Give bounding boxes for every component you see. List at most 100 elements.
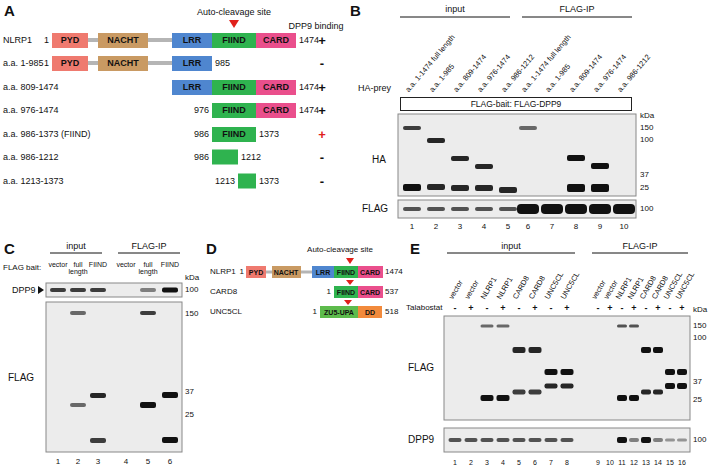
mw-marker: 100 [185, 286, 198, 294]
blot-band [481, 325, 494, 328]
binding-sign: + [318, 34, 326, 47]
panel-letter: B [350, 3, 361, 18]
lane-number: 2 [469, 459, 473, 466]
cleavage-marker [346, 280, 354, 285]
blot-band [545, 384, 558, 389]
blot-band [90, 438, 106, 443]
domain-name: FIIND [222, 36, 246, 45]
blot-label: DPP9 [12, 286, 36, 295]
blot-band [403, 126, 421, 130]
blot-band [513, 390, 526, 395]
blot-band [665, 369, 675, 375]
blot-membrane [398, 114, 636, 196]
mw-unit: kDa [693, 306, 707, 314]
blot-band [497, 395, 510, 401]
group-underline [522, 17, 632, 18]
treatment-sign: - [597, 304, 600, 313]
blot-band [449, 438, 462, 442]
group-header: input [66, 242, 86, 251]
treatment-sign: + [564, 304, 569, 313]
blot-band [653, 347, 663, 353]
blot-band [403, 184, 421, 191]
lane-number: 1 [56, 458, 60, 466]
lane-number: 14 [654, 459, 662, 466]
blot-band [427, 207, 445, 211]
lane-number: 9 [596, 459, 600, 466]
blot-band [565, 204, 587, 214]
residue-number: 518 [385, 308, 398, 316]
blot-band [545, 438, 558, 442]
residue-number: 986 [194, 130, 209, 139]
construct-name: a.a. 1-985 [3, 59, 44, 68]
lane-number: 9 [598, 223, 602, 231]
domain-box: CARD [256, 33, 296, 48]
axis-label: FLAG bait: [3, 264, 41, 272]
lane-number: 8 [565, 459, 569, 466]
lane-number: 5 [506, 223, 510, 231]
group-header: input [501, 242, 521, 251]
blot-band [529, 390, 542, 395]
domain-name: CARD [360, 269, 380, 276]
blot-band [90, 288, 106, 292]
blot-band [613, 204, 635, 214]
domain-box: PYD [52, 33, 88, 48]
blot-band [475, 207, 493, 211]
treatment-sign: + [532, 304, 537, 313]
mw-marker: 37 [185, 388, 194, 396]
domain-box: FIIND [334, 286, 358, 298]
blot-membrane [444, 428, 690, 452]
blot-label: FLAG [408, 363, 434, 373]
residue-number: 1 [44, 59, 49, 68]
residue-number: 1213 [215, 177, 235, 186]
construct-name: NLRP1 [3, 36, 32, 45]
mw-marker: 25 [640, 184, 649, 192]
blot-band [561, 384, 574, 389]
construct-name: a.a. 986-1373 (FIIND) [3, 130, 91, 139]
treatment-sign: + [631, 304, 636, 313]
blot-membrane [46, 302, 182, 452]
blot-band [497, 325, 510, 328]
lane-label: FIIND [159, 261, 181, 268]
domain-name: FIIND [337, 269, 355, 276]
domain-name: NACHT [274, 269, 299, 276]
lane-number: 5 [517, 459, 521, 466]
blot-band [451, 156, 469, 161]
residue-number: 1474 [299, 83, 319, 92]
annotation: Auto-cleavage site [307, 246, 373, 254]
blot-band [140, 288, 156, 292]
domain-name: PYD [61, 36, 80, 45]
lane-number: 3 [96, 458, 100, 466]
lane-number: 13 [642, 459, 650, 466]
blot-band [465, 438, 478, 442]
group-underline [50, 253, 102, 254]
blot-band [665, 439, 675, 442]
panel-letter: C [4, 241, 15, 256]
lane-label: FIIND [87, 261, 109, 268]
mw-marker: 100 [693, 436, 706, 444]
group-header: FLAG-IP [559, 5, 594, 14]
blot-band [617, 395, 627, 401]
protein-name: UNC5CL [210, 308, 242, 316]
lane-number: 6 [168, 458, 172, 466]
blot-band [162, 288, 178, 293]
mw-marker: 25 [693, 396, 702, 404]
blot-band [403, 207, 421, 211]
mw-marker: 150 [640, 124, 653, 132]
blot-band [617, 437, 627, 443]
lane-number: 10 [620, 223, 629, 231]
domain-name: PYD [249, 269, 263, 276]
domain-box: NACHT [272, 266, 301, 278]
residue-number: 1474 [299, 106, 319, 115]
residue-number: 1 [327, 288, 331, 296]
blot-band [140, 311, 156, 315]
panel-letter: E [410, 241, 420, 256]
group-underline [592, 253, 688, 254]
blot-band [545, 369, 558, 375]
binding-sign: + [318, 128, 326, 141]
lane-label: full length [137, 261, 159, 275]
domain-name: NACHT [107, 59, 139, 68]
blot-band [70, 288, 86, 292]
mw-marker: 37 [640, 171, 649, 179]
domain-name: FIIND [222, 83, 246, 92]
